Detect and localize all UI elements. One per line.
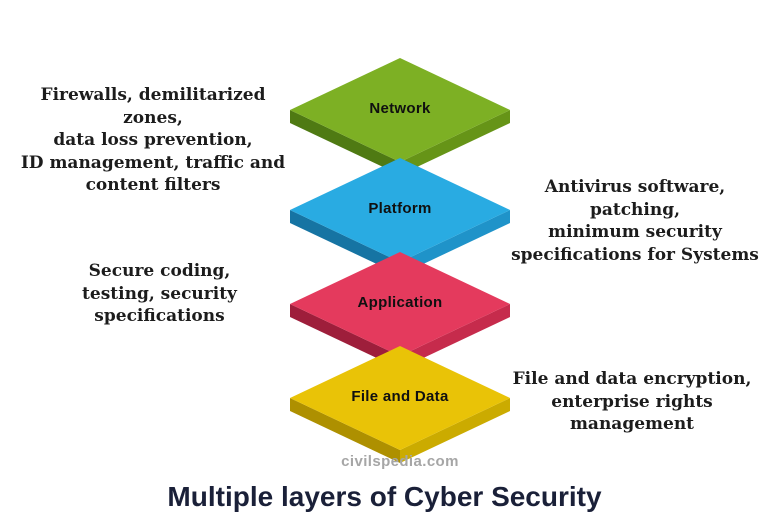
application-diamond-side-left: [290, 304, 400, 369]
layer-label-file-and-data: File and Data: [351, 388, 449, 405]
layer-label-platform: Platform: [368, 200, 432, 217]
file-data-diamond-side-right: [400, 398, 510, 463]
platform-diamond-side-left: [290, 210, 400, 275]
network-diamond-side-right: [400, 110, 510, 175]
annotation-platform: Antivirus software, patching, minimum se…: [511, 177, 759, 265]
network-diamond-shape: [290, 58, 510, 175]
platform-diamond-side-right: [400, 210, 510, 275]
layer-file-and-data: File and Data: [290, 346, 510, 463]
application-diamond-top-face: [290, 252, 510, 356]
application-diamond-side-right: [400, 304, 510, 369]
file-data-diamond-side-left: [290, 398, 400, 463]
network-diamond-top-face: [290, 58, 510, 162]
network-diamond-side-left: [290, 110, 400, 175]
diagram-title: Multiple layers of Cyber Security: [167, 481, 602, 512]
watermark: civilspedia.com: [341, 453, 459, 470]
layer-label-application: Application: [357, 294, 443, 311]
annotation-network: Firewalls, demilitarized zones, data los…: [20, 85, 286, 196]
file-data-diamond-top-face: [290, 346, 510, 450]
annotation-file-and-data: File and data encryption, enterprise rig…: [512, 369, 752, 435]
platform-diamond-shape: [290, 158, 510, 275]
platform-diamond-top-face: [290, 158, 510, 262]
layer-network: Network: [290, 58, 510, 175]
annotation-application: Secure coding, testing, security specifi…: [82, 261, 237, 327]
layer-application: Application: [290, 252, 510, 369]
file-data-diamond-shape: [290, 346, 510, 463]
layer-platform: Platform: [290, 158, 510, 275]
application-diamond-shape: [290, 252, 510, 369]
layer-label-network: Network: [369, 100, 431, 117]
